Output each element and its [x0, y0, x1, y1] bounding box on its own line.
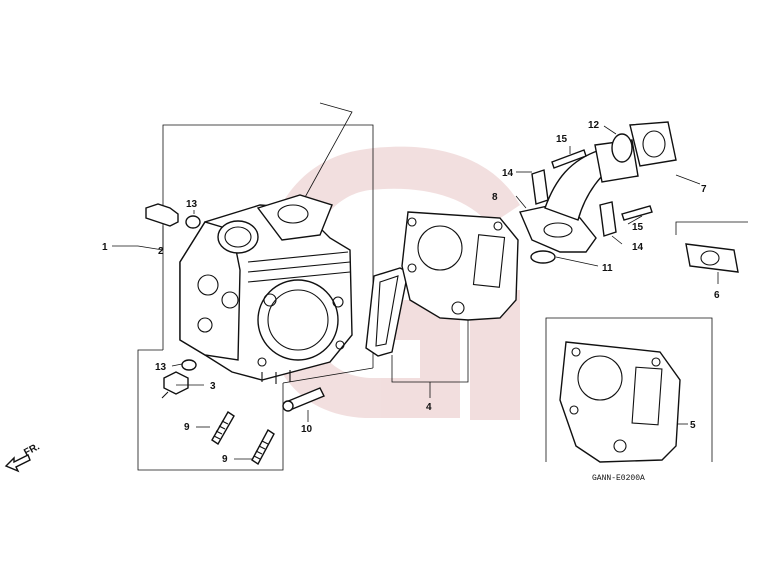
part-5-frame	[545, 317, 713, 462]
assembly-bracket-1	[112, 124, 374, 471]
callout-10: 10	[301, 424, 313, 435]
callout-8: 8	[492, 192, 498, 203]
callout-9-upper: 9	[184, 422, 190, 433]
callout-5: 5	[690, 420, 696, 431]
cylinder-head	[179, 194, 353, 384]
callout-13-upper: 13	[186, 199, 198, 210]
callout-14-upper: 14	[502, 168, 514, 179]
part-9-stud-upper	[211, 411, 235, 445]
part-13-o-ring-lower	[181, 359, 197, 371]
callout-11: 11	[602, 263, 613, 274]
callout-2: 2	[158, 246, 164, 257]
part-3-valve	[161, 371, 189, 399]
part-11-o-ring	[530, 250, 556, 264]
part-15-bolt-upper	[551, 149, 587, 169]
part-6-gasket	[685, 243, 739, 273]
front-direction-arrow: FR.	[4, 441, 42, 473]
part-9-stud-lower	[251, 428, 275, 466]
leader-lines	[162, 125, 719, 460]
callout-14-lower: 14	[632, 242, 644, 253]
part-7-insulator	[629, 121, 677, 167]
callout-9-lower: 9	[222, 454, 228, 465]
callout-12: 12	[588, 120, 600, 131]
callout-4: 4	[426, 402, 432, 413]
part-6-frame	[675, 221, 748, 235]
part-2-plug	[145, 203, 179, 240]
part-15-bolt-lower	[621, 205, 653, 221]
part-14-bolt-lower	[599, 201, 617, 237]
callout-6: 6	[714, 290, 720, 301]
callout-1: 1	[102, 242, 108, 253]
callout-15-lower: 15	[632, 222, 644, 233]
part-14-bolt-upper	[531, 169, 549, 205]
callout-3: 3	[210, 381, 216, 392]
part-4-gaskets	[365, 211, 519, 398]
part-5-gasket	[559, 341, 681, 463]
callout-15-upper: 15	[556, 134, 568, 145]
diagram-code: GANN-E0200A	[592, 474, 645, 483]
callout-13-lower: 13	[155, 362, 167, 373]
part-12-o-ring	[611, 133, 633, 163]
part-13-o-ring-upper	[185, 215, 201, 229]
part-10-bolt	[282, 387, 325, 412]
front-label: FR.	[22, 441, 42, 458]
leader-intake-port	[297, 102, 353, 211]
callout-7: 7	[701, 184, 707, 195]
